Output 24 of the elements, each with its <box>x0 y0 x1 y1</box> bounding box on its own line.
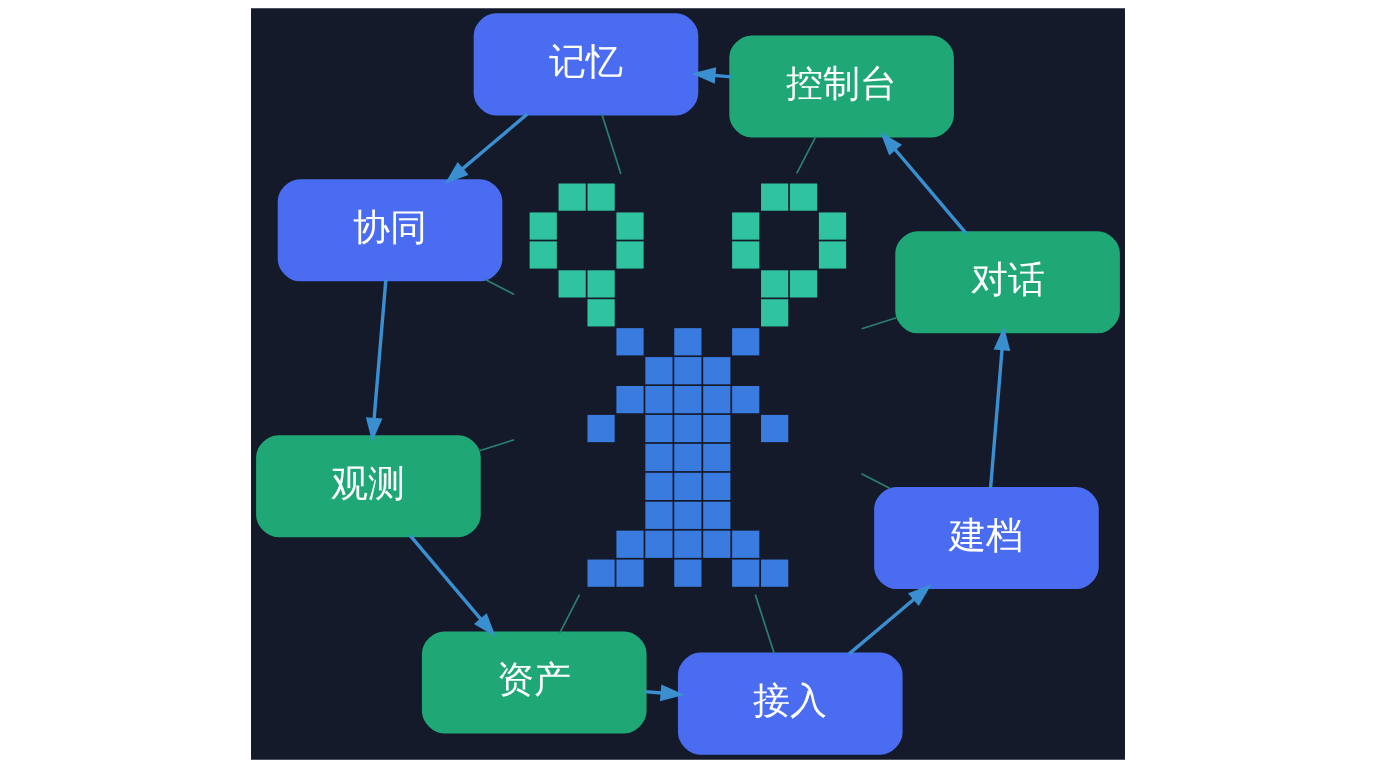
connector <box>754 593 776 655</box>
connector <box>600 113 622 175</box>
arrow <box>880 131 967 234</box>
arrow <box>848 584 932 656</box>
arrow <box>644 684 685 702</box>
node-box: 资产 <box>421 631 647 734</box>
arrow <box>691 67 732 84</box>
arrow <box>988 326 1011 489</box>
connector <box>860 316 898 330</box>
node-box: 记忆 <box>473 13 699 116</box>
node-box: 接入 <box>677 652 903 755</box>
node-box: 对话 <box>895 231 1120 334</box>
connector <box>478 438 515 452</box>
node-box: 协同 <box>277 179 503 282</box>
arrow <box>444 112 529 184</box>
node-box: 控制台 <box>729 35 954 138</box>
connector <box>558 593 581 634</box>
connector <box>860 472 892 490</box>
node-box: 建档 <box>874 486 1099 590</box>
connector <box>484 278 516 296</box>
connector <box>795 134 817 175</box>
arrow <box>408 534 496 637</box>
node-box: 观测 <box>256 435 481 538</box>
arrow <box>365 279 388 442</box>
